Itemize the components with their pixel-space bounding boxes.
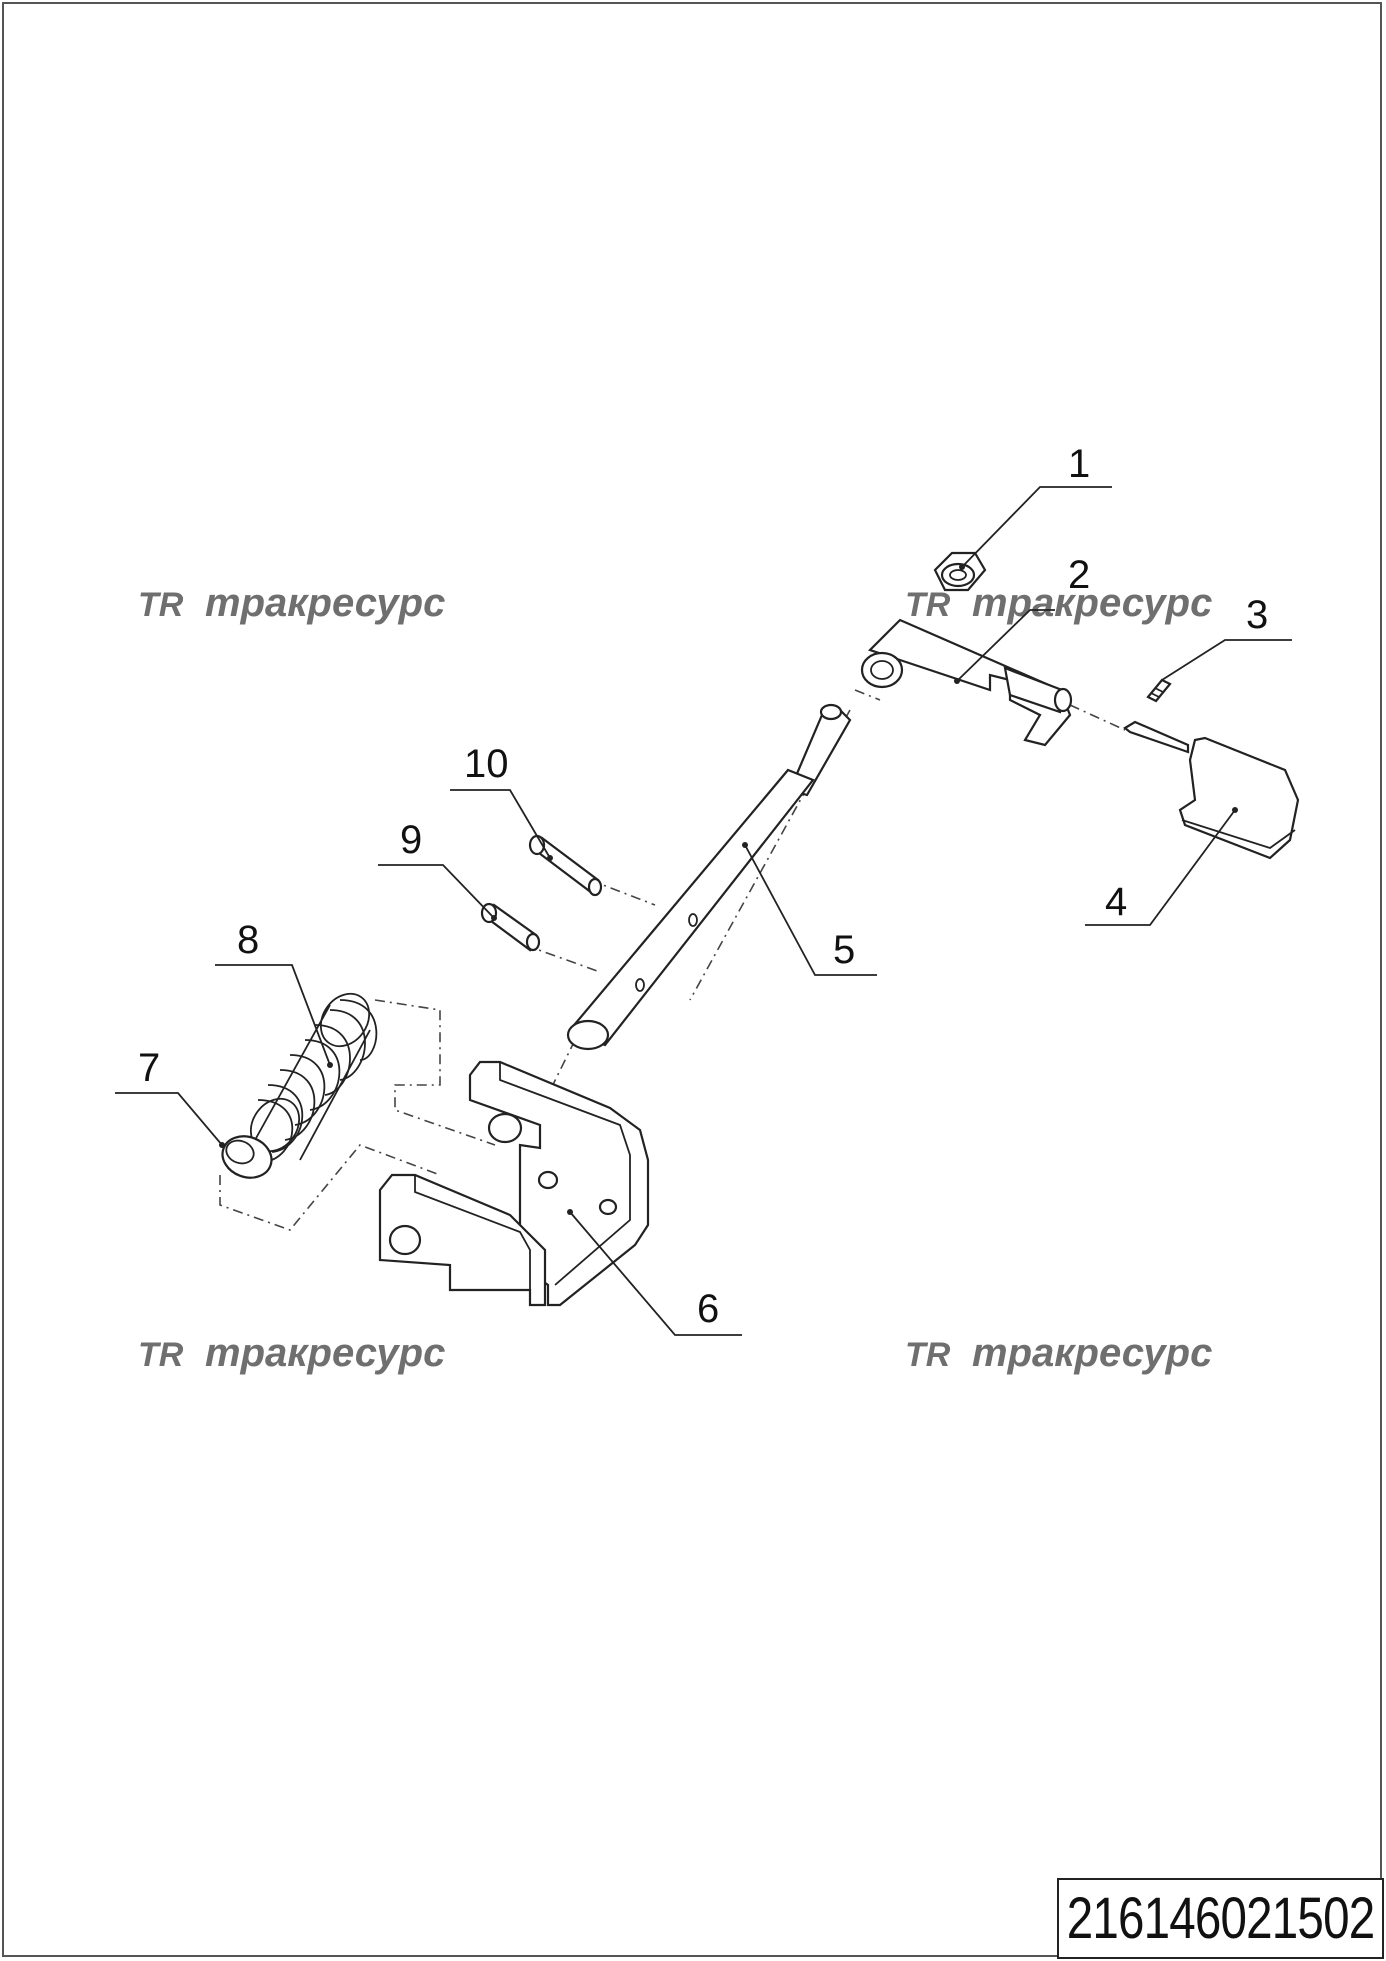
callout-label: 8: [237, 918, 259, 962]
part-1-hex-nut: [933, 551, 987, 592]
callout-3: 3: [1161, 593, 1292, 681]
callout-label: 4: [1105, 880, 1127, 924]
part-7-washer: [219, 1135, 273, 1179]
callout-2: 2: [956, 553, 1090, 682]
watermark-text: тракресурс: [205, 1331, 445, 1375]
callout-label: 10: [464, 742, 509, 786]
part-10-pin: [528, 834, 603, 897]
part-2-lever-arm: [860, 618, 1073, 747]
watermark-logo: TR: [138, 1336, 184, 1374]
part-8-spring: [249, 992, 378, 1163]
callout-7: 7: [115, 1046, 223, 1146]
part-6-bracket: [378, 1060, 650, 1307]
callout-9: 9: [378, 818, 495, 919]
part-9-pin: [480, 902, 541, 952]
callout-label: 9: [400, 818, 422, 862]
callout-label: 7: [138, 1046, 160, 1090]
part-5-shaft: [566, 703, 852, 1051]
document-code-box: 216146021502: [1057, 1878, 1384, 1959]
callout-label: 2: [1068, 553, 1090, 597]
watermark-logo: TR: [905, 586, 951, 624]
watermark-bottom-right: TR тракресурс: [905, 1331, 1212, 1375]
callout-label: 3: [1246, 593, 1268, 637]
watermark-top-right: TR тракресурс: [905, 581, 1212, 625]
watermark-text: тракресурс: [972, 1331, 1212, 1375]
callout-label: 1: [1068, 442, 1090, 486]
callout-6: 6: [569, 1211, 742, 1336]
document-code: 216146021502: [1066, 1886, 1375, 1951]
part-4-pedal-plate: [1123, 720, 1300, 860]
callout-4: 4: [1085, 809, 1236, 926]
callout-label: 5: [833, 928, 855, 972]
callout-5: 5: [744, 844, 877, 976]
watermark-text: тракресурс: [972, 581, 1212, 625]
part-3-set-screw: [1146, 678, 1172, 703]
callout-label: 6: [697, 1287, 719, 1331]
callout-10: 10: [450, 742, 551, 859]
watermark-logo: TR: [138, 586, 184, 624]
watermark-bottom-left: TR тракресурс: [138, 1331, 445, 1375]
watermark-top-left: TR тракресурс: [138, 581, 445, 625]
watermark-logo: TR: [905, 1336, 951, 1374]
watermark-text: тракресурс: [205, 581, 445, 625]
callout-8: 8: [215, 918, 331, 1066]
callout-1: 1: [961, 442, 1112, 568]
